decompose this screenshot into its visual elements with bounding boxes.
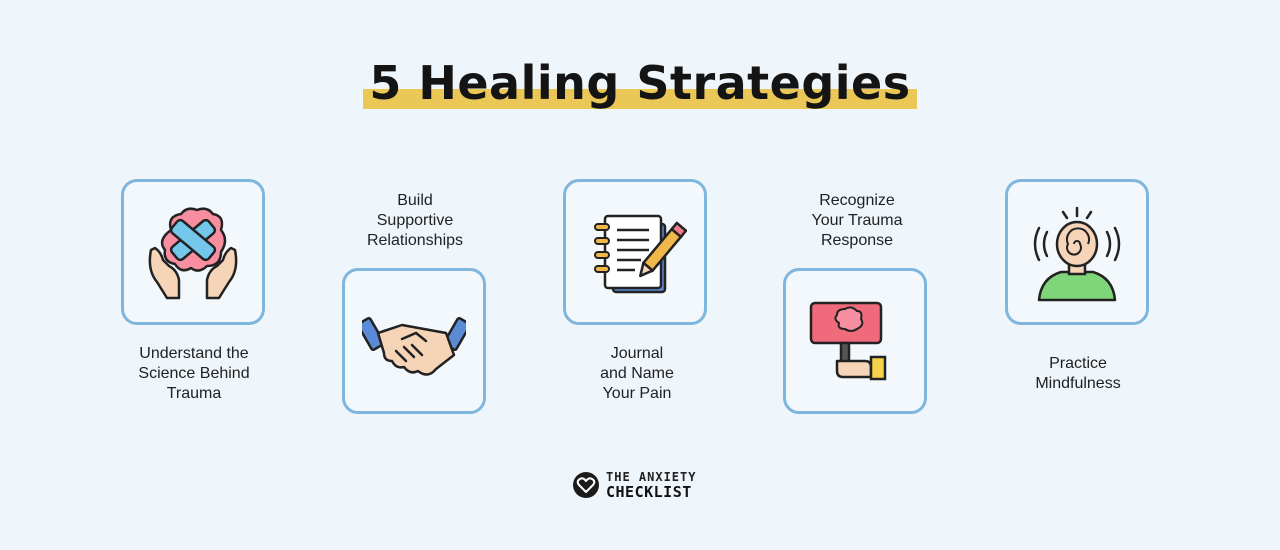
- page-title-text: 5 Healing Strategies: [369, 56, 911, 110]
- strategy-2-line-3: Relationships: [366, 232, 464, 249]
- mindful-person-icon: [1033, 206, 1121, 302]
- strategy-1-line-2: Science Behind: [138, 365, 250, 382]
- strategy-1-line-3: Trauma: [166, 385, 222, 402]
- strategy-label-4: Recognize Your Trauma Response: [757, 191, 957, 251]
- brain-bandage-hands-icon: [148, 207, 238, 300]
- handshake-icon: [362, 316, 466, 376]
- brand-name-bottom: CHECKLIST: [606, 483, 692, 501]
- strategy-card-1: [121, 179, 265, 325]
- title-highlight: [363, 89, 917, 110]
- strategy-1-line-1: Understand the: [139, 345, 249, 362]
- strategy-5-line-1: Practice: [1049, 355, 1107, 372]
- heart-logo-icon: [573, 472, 599, 498]
- title-container: 5 Healing Strategies: [0, 56, 1280, 111]
- strategy-card-4: [783, 268, 927, 414]
- strategy-3-line-3: Your Pain: [602, 385, 672, 402]
- journal-pencil-icon: [594, 214, 687, 294]
- strategy-2-line-1: Build: [397, 192, 433, 209]
- strategy-2-line-2: Supportive: [376, 212, 454, 229]
- strategy-label-3: Journal and Name Your Pain: [537, 344, 737, 404]
- strategy-4-line-1: Recognize: [819, 192, 895, 209]
- strategy-4-line-3: Response: [820, 232, 894, 249]
- strategy-5-line-2: Mindfulness: [1035, 375, 1121, 392]
- brand-name-top: THE ANXIETY: [606, 470, 697, 484]
- strategy-3-line-1: Journal: [610, 345, 664, 362]
- strategy-label-2: Build Supportive Relationships: [315, 191, 515, 251]
- strategy-3-line-2: and Name: [600, 365, 674, 382]
- strategy-card-5: [1005, 179, 1149, 325]
- strategy-4-line-2: Your Trauma: [811, 212, 903, 229]
- strategy-card-3: [563, 179, 707, 325]
- strategy-card-2: [342, 268, 486, 414]
- strategy-label-1: Understand the Science Behind Trauma: [94, 344, 294, 404]
- page-title: 5 Healing Strategies: [363, 56, 917, 111]
- brain-sign-icon: [809, 301, 887, 381]
- strategy-label-5: Practice Mindfulness: [978, 354, 1178, 394]
